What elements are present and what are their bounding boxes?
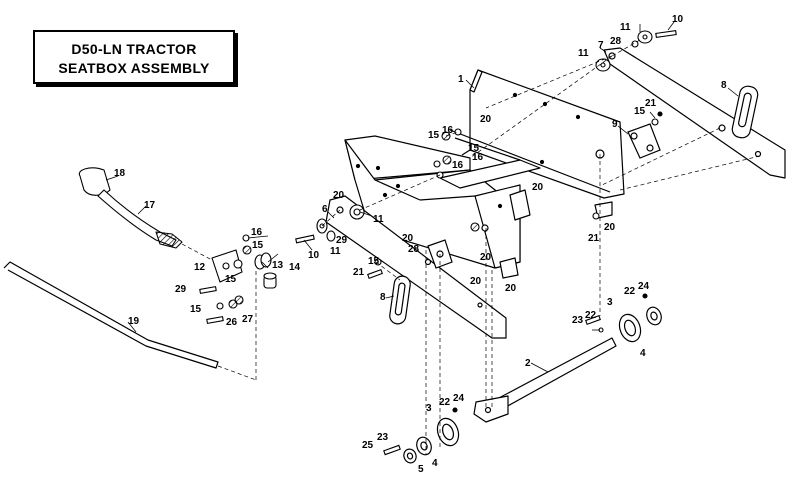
callout-label: 2 [525, 358, 531, 369]
callout-label: 11 [578, 48, 589, 59]
callout-label: 20 [402, 233, 414, 244]
part-slotted-bracket-right [731, 85, 759, 139]
callout-label: 11 [373, 214, 384, 225]
callout-label: 4 [640, 348, 646, 359]
callout-label: 29 [175, 284, 187, 295]
callout-label: 4 [432, 458, 438, 469]
callout-label: 20 [480, 114, 492, 125]
callout-label: 20 [532, 182, 544, 193]
callout-label: 23 [377, 432, 389, 443]
callout-label: 22 [585, 310, 597, 321]
callout-label: 20 [604, 222, 616, 233]
callout-label: 1 [458, 74, 464, 85]
callout-label: 11 [330, 246, 341, 257]
callout-label: 15 [252, 240, 264, 251]
callout-label: 20 [505, 283, 517, 294]
callout-label: 20 [470, 276, 482, 287]
callout-label: 20 [333, 190, 345, 201]
callout-label: 16 [472, 152, 484, 163]
title-line-2: SEATBOX ASSEMBLY [58, 60, 210, 76]
callout-label: 28 [408, 244, 420, 255]
assembly-guide-lines [181, 39, 761, 455]
leader-lines [105, 21, 739, 373]
callout-label: 18 [114, 168, 126, 179]
callout-label: 24 [453, 393, 465, 404]
callout-label: 9 [612, 119, 618, 130]
callout-labels: 1 2 3 3 4 4 5 6 7 8 8 9 10 10 11 11 11 1… [114, 14, 727, 475]
part-shaft [473, 337, 617, 423]
callout-label: 10 [672, 14, 684, 25]
callout-label: 15 [225, 274, 237, 285]
callout-label: 26 [226, 317, 238, 328]
part-control-rod [3, 261, 219, 369]
callout-label: 21 [353, 267, 365, 278]
callout-label: 15 [428, 130, 440, 141]
callout-label: 3 [607, 297, 613, 308]
callout-label: 27 [242, 314, 254, 325]
callout-label: 29 [336, 235, 348, 246]
callout-label: 28 [610, 36, 622, 47]
callout-label: 12 [194, 262, 206, 273]
callout-label: 25 [362, 440, 374, 451]
callout-label: 13 [272, 260, 284, 271]
callout-label: 22 [624, 286, 636, 297]
callout-label: 16 [452, 160, 464, 171]
callout-label: 16 [251, 227, 263, 238]
callout-label: 16 [442, 125, 454, 136]
fasteners [295, 30, 677, 456]
title-line-1: D50-LN TRACTOR [71, 41, 197, 57]
callout-label: 11 [620, 22, 631, 33]
callout-label: 15 [468, 143, 480, 154]
callout-label: 15 [634, 106, 646, 117]
callout-label: 3 [426, 403, 432, 414]
callout-label: 23 [572, 315, 584, 326]
title-box: D50-LN TRACTOR SEATBOX ASSEMBLY [33, 30, 235, 84]
callout-label: 15 [190, 304, 202, 315]
part-bracket-9 [627, 123, 661, 159]
part-seatbox-body [344, 129, 613, 279]
callout-label: 8 [380, 292, 386, 303]
callout-label: 17 [144, 200, 156, 211]
callout-label: 6 [322, 204, 328, 215]
part-upper-arm [603, 47, 786, 179]
callout-label: 8 [721, 80, 727, 91]
part-slotted-bracket-left [389, 275, 411, 325]
part-bearing-set-left [403, 417, 460, 464]
callout-label: 24 [638, 281, 650, 292]
part-bearing-set-right [618, 306, 662, 343]
callout-label: 14 [289, 262, 301, 273]
callout-label: 21 [645, 98, 657, 109]
callout-label: 10 [308, 250, 320, 261]
callout-label: 7 [598, 40, 604, 51]
part-shift-lever-group [78, 167, 277, 324]
callout-label: 21 [588, 233, 600, 244]
callout-label: 20 [480, 252, 492, 263]
callout-label: 19 [128, 316, 140, 327]
callout-label: 15 [368, 256, 380, 267]
callout-label: 5 [418, 464, 424, 475]
callout-label: 22 [439, 397, 451, 408]
